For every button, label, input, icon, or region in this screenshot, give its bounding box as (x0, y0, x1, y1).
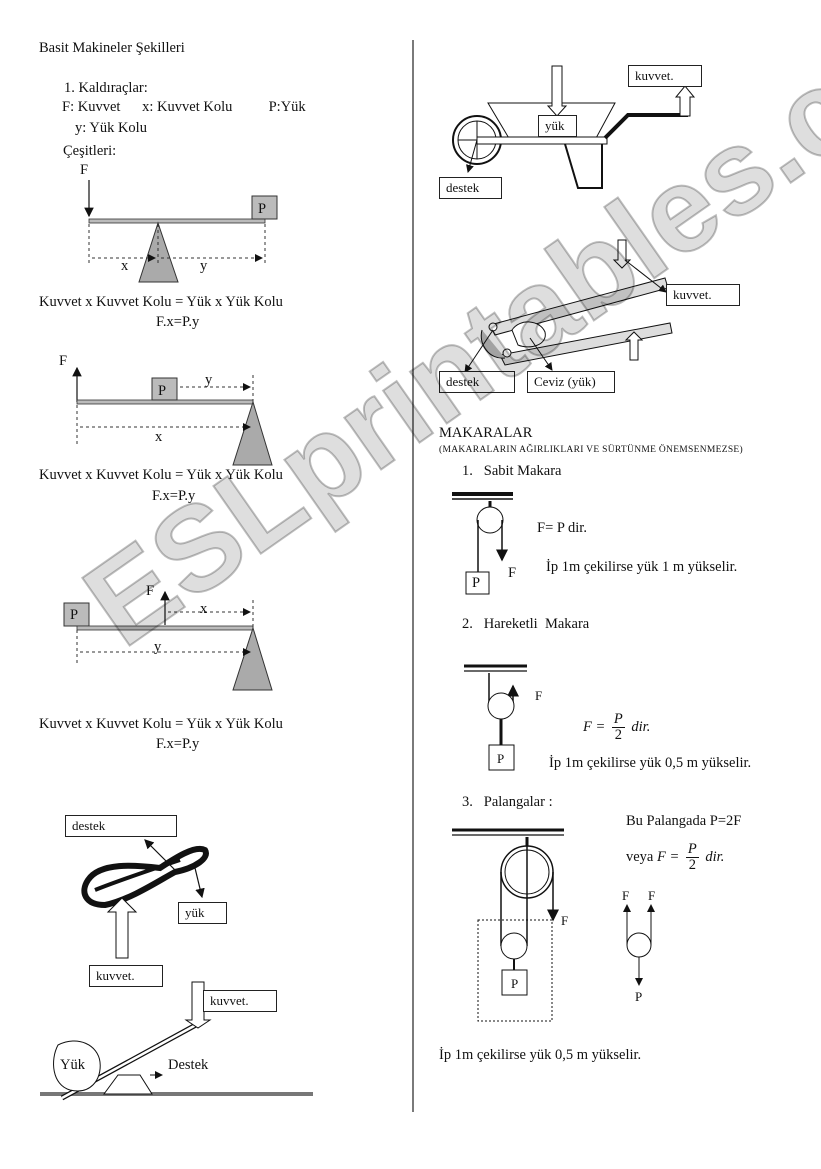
fixed-pulley-drawing (452, 492, 513, 595)
fixed-pulley-desc: İp 1m çekilirse yük 1 m yükselir. (546, 559, 738, 575)
crowbar-drawing (40, 981, 313, 1101)
movable-pulley-drawing (464, 664, 527, 771)
pulleys-heading: MAKARALAR (439, 425, 533, 441)
lever3-P-label: P (70, 607, 79, 623)
crowbar-rock-label: Yük (60, 1057, 85, 1073)
lever3-formula: F.x=P.y (156, 736, 200, 752)
movable-pulley-P-label: P (497, 751, 505, 766)
scissors-yuk-label: yük (178, 902, 227, 924)
crowbar-kuvvet-label: kuvvet. (203, 990, 277, 1012)
lever-diagram-1 (84, 180, 278, 283)
block-formula-veya: veya (626, 849, 654, 866)
block-tackle-drawing (452, 828, 564, 1022)
movable-formula-suffix: dir. (631, 719, 651, 736)
fbd-F2-label: F (648, 888, 656, 903)
scissors-destek-label: destek (65, 815, 177, 837)
block-tackle-desc: İp 1m çekilirse yük 0,5 m yükselir. (439, 1047, 642, 1063)
lever3-formula-text: Kuvvet x Kuvvet Kolu = Yük x Yük Kolu (39, 716, 283, 732)
lever2-F-label: F (59, 353, 68, 369)
block-tackle-line1: Bu Palangada P=2F (626, 813, 742, 829)
nutcracker-ceviz-label: Ceviz (yük) (527, 371, 615, 393)
block-formula-suffix: dir. (705, 849, 725, 866)
movable-formula-den: 2 (614, 727, 622, 744)
fbd-F1-label: F (622, 888, 630, 903)
lever1-P-label: P (258, 201, 267, 217)
nutcracker-kuvvet-label: kuvvet. (666, 284, 740, 306)
wheelbarrow-destek-label: destek (439, 177, 502, 199)
page-title: Basit Makineler Şekilleri (39, 40, 185, 56)
lever2-y-label: y (205, 372, 213, 388)
lever2-formula-text: Kuvvet x Kuvvet Kolu = Yük x Yük Kolu (39, 467, 283, 483)
nutcracker-drawing (464, 239, 673, 373)
movable-pulley-title: 2. Hareketli Makara (462, 616, 590, 632)
block-formula-num: P (685, 841, 699, 859)
block-tackle-title: 3. Palangalar : (462, 794, 553, 810)
nutcracker-destek-label: destek (439, 371, 515, 393)
movable-formula-num: P (611, 711, 625, 729)
fbd-P-label: P (635, 989, 643, 1004)
block-tackle-F-label: F (561, 913, 569, 928)
lever1-x-label: x (121, 258, 129, 274)
levers-legend-1: F: Kuvvet x: Kuvvet Kolu P:Yük (62, 99, 306, 115)
crowbar-destek-label: Destek (168, 1057, 209, 1073)
block-formula-den: 2 (688, 857, 696, 874)
lever2-P-label: P (158, 383, 167, 399)
lever2-formula: F.x=P.y (152, 488, 196, 504)
fixed-pulley-P-label: P (472, 575, 481, 591)
movable-pulley-formula: F = P 2 dir. (583, 711, 651, 744)
lever2-x-label: x (155, 429, 163, 445)
movable-formula-lhs: F = (583, 719, 606, 736)
free-body-diagram (623, 904, 655, 986)
scissors-drawing (81, 839, 209, 959)
fixed-pulley-title: 1. Sabit Makara (462, 463, 562, 479)
wheelbarrow-kuvvet-label: kuvvet. (628, 65, 702, 87)
lever3-y-label: y (154, 639, 162, 655)
pulleys-note: (MAKARALARIN AĞIRLIKLARI VE SÜRTÜNME ÖNE… (439, 445, 743, 455)
block-tackle-formula: veya F = P 2 dir. (626, 841, 725, 874)
block-tackle-P-label: P (511, 976, 519, 991)
levers-heading: 1. Kaldıraçlar: (64, 80, 148, 96)
lever-diagram-3 (63, 590, 273, 691)
movable-formula-fraction: P 2 (611, 711, 625, 744)
movable-pulley-desc: İp 1m çekilirse yük 0,5 m yükselir. (549, 755, 752, 771)
block-formula-fraction: P 2 (685, 841, 699, 874)
scissors-kuvvet-label: kuvvet. (89, 965, 163, 987)
lever3-F-label: F (146, 583, 155, 599)
levers-legend-2: y: Yük Kolu (75, 120, 147, 136)
lever3-x-label: x (200, 601, 208, 617)
lever1-y-label: y (200, 258, 208, 274)
fixed-pulley-formula: F= P dir. (537, 520, 587, 536)
block-formula-lhs: F = (657, 849, 680, 866)
fixed-pulley-F-label: F (508, 565, 517, 581)
movable-pulley-F-label: F (535, 688, 543, 703)
levers-types-label: Çeşitleri: (63, 143, 117, 159)
wheelbarrow-yuk-label: yük (538, 115, 577, 137)
lever1-formula-text: Kuvvet x Kuvvet Kolu = Yük x Yük Kolu (39, 294, 283, 310)
lever1-formula: F.x=P.y (156, 314, 200, 330)
lever-diagram-2 (72, 366, 273, 466)
lever1-F-label: F (80, 162, 89, 178)
